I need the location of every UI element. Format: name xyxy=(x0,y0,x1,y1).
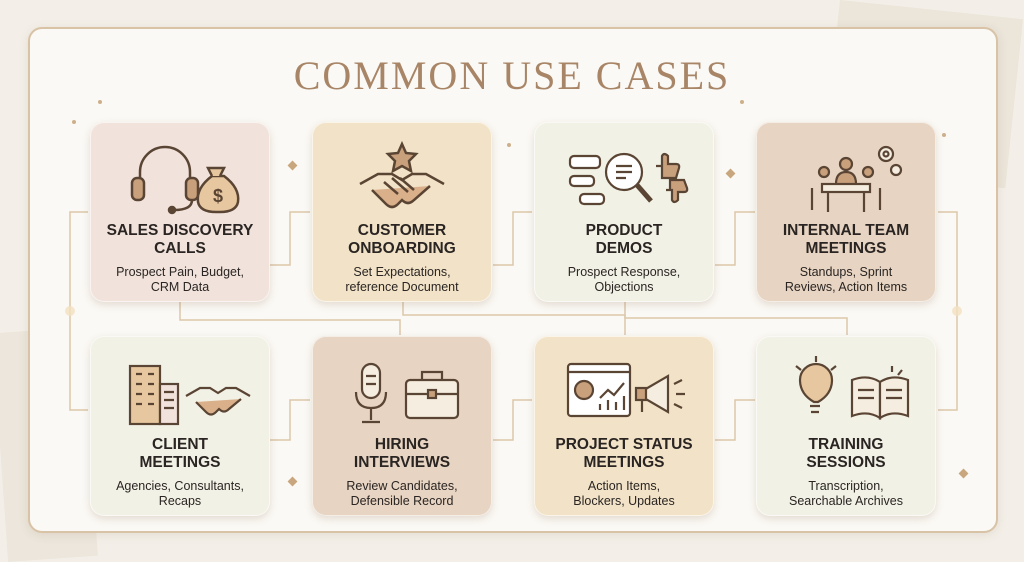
card-title: CUSTOMER ONBOARDING xyxy=(348,222,456,257)
gears-icon xyxy=(877,145,903,177)
open-book-icon xyxy=(850,366,910,421)
briefcase-icon xyxy=(404,370,460,420)
dot-decoration xyxy=(507,143,511,147)
use-case-card-product-demos: PRODUCT DEMOS Prospect Response, Objecti… xyxy=(534,122,714,302)
card-description: Transcription, Searchable Archives xyxy=(789,479,903,508)
dot-decoration xyxy=(740,100,744,104)
use-case-card-training-sessions: TRAINING SESSIONS Transcription, Searcha… xyxy=(756,336,936,516)
dot-decoration xyxy=(98,100,102,104)
thumbs-down-icon xyxy=(666,178,689,204)
dot-decoration xyxy=(72,120,76,124)
card-title: SALES DISCOVERY CALLS xyxy=(106,222,254,257)
card-title: HIRING INTERVIEWS xyxy=(353,436,451,471)
card-title: INTERNAL TEAM MEETINGS xyxy=(782,222,910,257)
use-case-card-project-status: PROJECT STATUS MEETINGS Action Items, Bl… xyxy=(534,336,714,516)
use-case-card-sales-discovery: $ SALES DISCOVERY CALLS Prospect Pain, B… xyxy=(90,122,270,302)
handshake-icon xyxy=(185,386,251,416)
magnifier-icon xyxy=(604,152,653,203)
card-description: Standups, Sprint Reviews, Action Items xyxy=(784,265,908,294)
use-case-card-internal-team: INTERNAL TEAM MEETINGS Standups, Sprint … xyxy=(756,122,936,302)
lightbulb-icon xyxy=(795,356,837,414)
card-description: Prospect Response, Objections xyxy=(567,265,681,294)
microphone-icon xyxy=(354,362,388,424)
dot-decoration xyxy=(942,133,946,137)
star-icon xyxy=(385,140,419,174)
use-case-card-hiring-interviews: HIRING INTERVIEWS Review Candidates, Def… xyxy=(312,336,492,516)
handshake-icon xyxy=(359,172,445,209)
card-title: PRODUCT DEMOS xyxy=(585,222,663,257)
svg-text:$: $ xyxy=(213,186,223,206)
office-building-icon xyxy=(128,364,180,426)
thumbs-up-icon xyxy=(656,152,681,180)
card-title: TRAINING SESSIONS xyxy=(806,436,886,471)
card-description: Set Expectations, reference Document xyxy=(345,265,459,294)
money-bag-icon: $ xyxy=(196,166,240,214)
card-description: Action Items, Blockers, Updates xyxy=(573,479,675,508)
use-case-card-client-meetings: CLIENT MEETINGS Agencies, Consultants, R… xyxy=(90,336,270,516)
use-case-card-customer-onboarding: CUSTOMER ONBOARDING Set Expectations, re… xyxy=(312,122,492,302)
headset-icon xyxy=(130,145,200,215)
card-description: Review Candidates, Defensible Record xyxy=(346,479,458,508)
page-title: COMMON USE CASES xyxy=(293,53,731,98)
team-table-icon xyxy=(810,156,882,212)
chat-bubbles-icon xyxy=(568,154,606,206)
dashboard-icon xyxy=(566,362,632,418)
card-description: Prospect Pain, Budget, CRM Data xyxy=(116,265,244,294)
megaphone-icon xyxy=(634,374,685,414)
card-title: PROJECT STATUS MEETINGS xyxy=(555,436,693,471)
card-title: CLIENT MEETINGS xyxy=(139,436,221,471)
card-description: Agencies, Consultants, Recaps xyxy=(116,479,244,508)
